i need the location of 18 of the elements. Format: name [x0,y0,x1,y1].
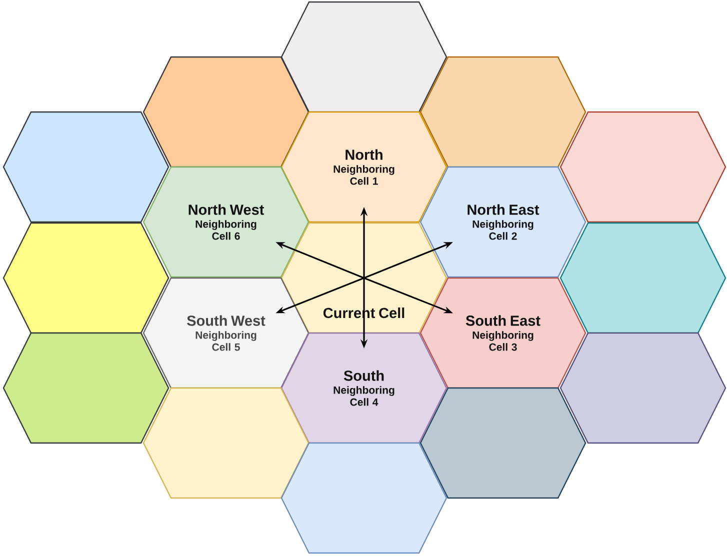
hexagon-cell [2,111,170,223]
cell-hexagon: North Neighboring Cell 1 [280,111,448,223]
hexagon-cell [2,332,170,444]
cell-hexagon: North East Neighboring Cell 2 [420,166,586,278]
hexagon-cell [2,222,170,334]
cell-hexagon: North West Neighboring Cell 6 [142,166,310,278]
hexagon-cell [560,111,726,223]
hexagon-cell [560,332,726,444]
cell-hexagon: South Neighboring Cell 4 [280,332,448,444]
hexagon-cell [142,56,310,168]
hexagon-cell [280,442,448,554]
hexagon-cell [142,387,310,499]
cell-hexagon: South West Neighboring Cell 5 [142,277,310,389]
hexagon-cell [420,56,586,168]
hexagon-cell [280,1,448,113]
hexagon-cell [420,387,586,499]
cell-hexagon: South East Neighboring Cell 3 [420,277,586,389]
hexagon-cell [560,222,726,334]
